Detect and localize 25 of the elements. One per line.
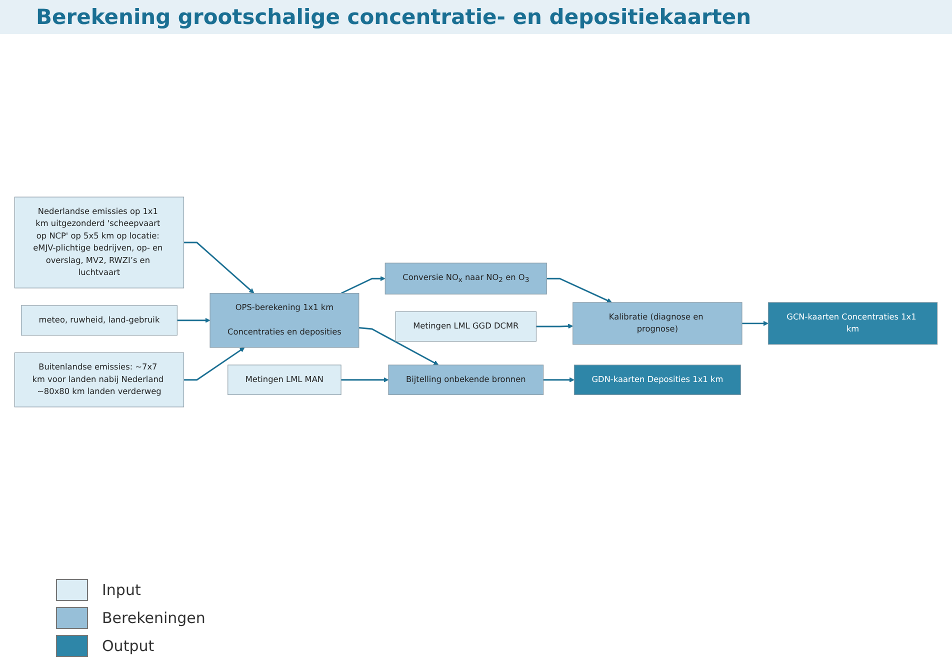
arrow	[546, 278, 612, 303]
node-box: meteo, ruwheid, land-gebruik	[20, 305, 178, 336]
node-box: Buitenlandse emissies: ~7x7 km voor landen nabij Nederland ~80x80 km landen verderweg	[14, 352, 184, 408]
legend-label: Output	[102, 637, 154, 655]
node-box: Bijtelling onbekende bronnen	[388, 364, 544, 395]
arrow	[340, 276, 386, 294]
arrow	[543, 377, 574, 382]
arrow	[184, 242, 254, 294]
node-box: Metingen LML GGD DCMR	[395, 311, 536, 342]
arrow	[742, 320, 768, 326]
node-box: Conversie NO$_{x}$ naar NO$_{2}$ en O$_{3}$	[384, 262, 547, 294]
node-box: Nederlandse emissies op 1x1 km uitgezonderd 'scheepvaart op NCP' op 5x5 km op locatie: eMJV-plichtige bedrijven, op- en overslag, MV2, RWZI’s en luchtvaart	[14, 196, 184, 288]
node-box: GDN-kaarten Deposities 1x1 km	[574, 364, 741, 395]
node-box: OPS-berekening 1x1 km Concentraties en deposities	[210, 292, 360, 348]
node-box: Kalibratie (diagnose en prognose)	[572, 302, 742, 345]
arrow	[536, 324, 574, 329]
node-box: Metingen LML MAN	[228, 364, 342, 395]
arrow	[177, 318, 210, 323]
arrow	[358, 327, 439, 366]
arrow	[341, 377, 389, 382]
title: Berekening grootschalige concentratie- en depositiekaarten	[0, 0, 952, 34]
legend-label: Berekeningen	[102, 609, 206, 627]
legend-label: Input	[102, 581, 141, 599]
node-box: GCN-kaarten Concentraties 1x1 km	[768, 302, 938, 345]
arrow	[184, 347, 245, 381]
